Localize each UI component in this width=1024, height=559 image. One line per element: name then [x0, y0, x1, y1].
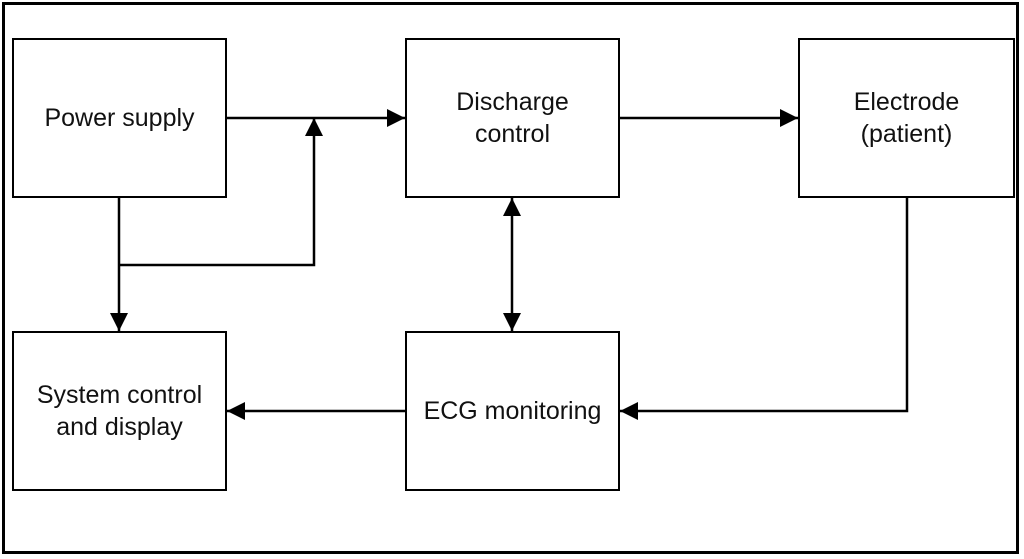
discharge-control-block: Discharge control — [405, 38, 620, 198]
ecg-monitoring-block: ECG monitoring — [405, 331, 620, 491]
electrode-block: Electrode (patient) — [798, 38, 1015, 198]
power-supply-block: Power supply — [12, 38, 227, 198]
arrow-branch-to-discharge-line — [119, 118, 323, 267]
arrow-electrode-to-ecg — [620, 198, 909, 420]
system-control-block: System control and display — [12, 331, 227, 491]
